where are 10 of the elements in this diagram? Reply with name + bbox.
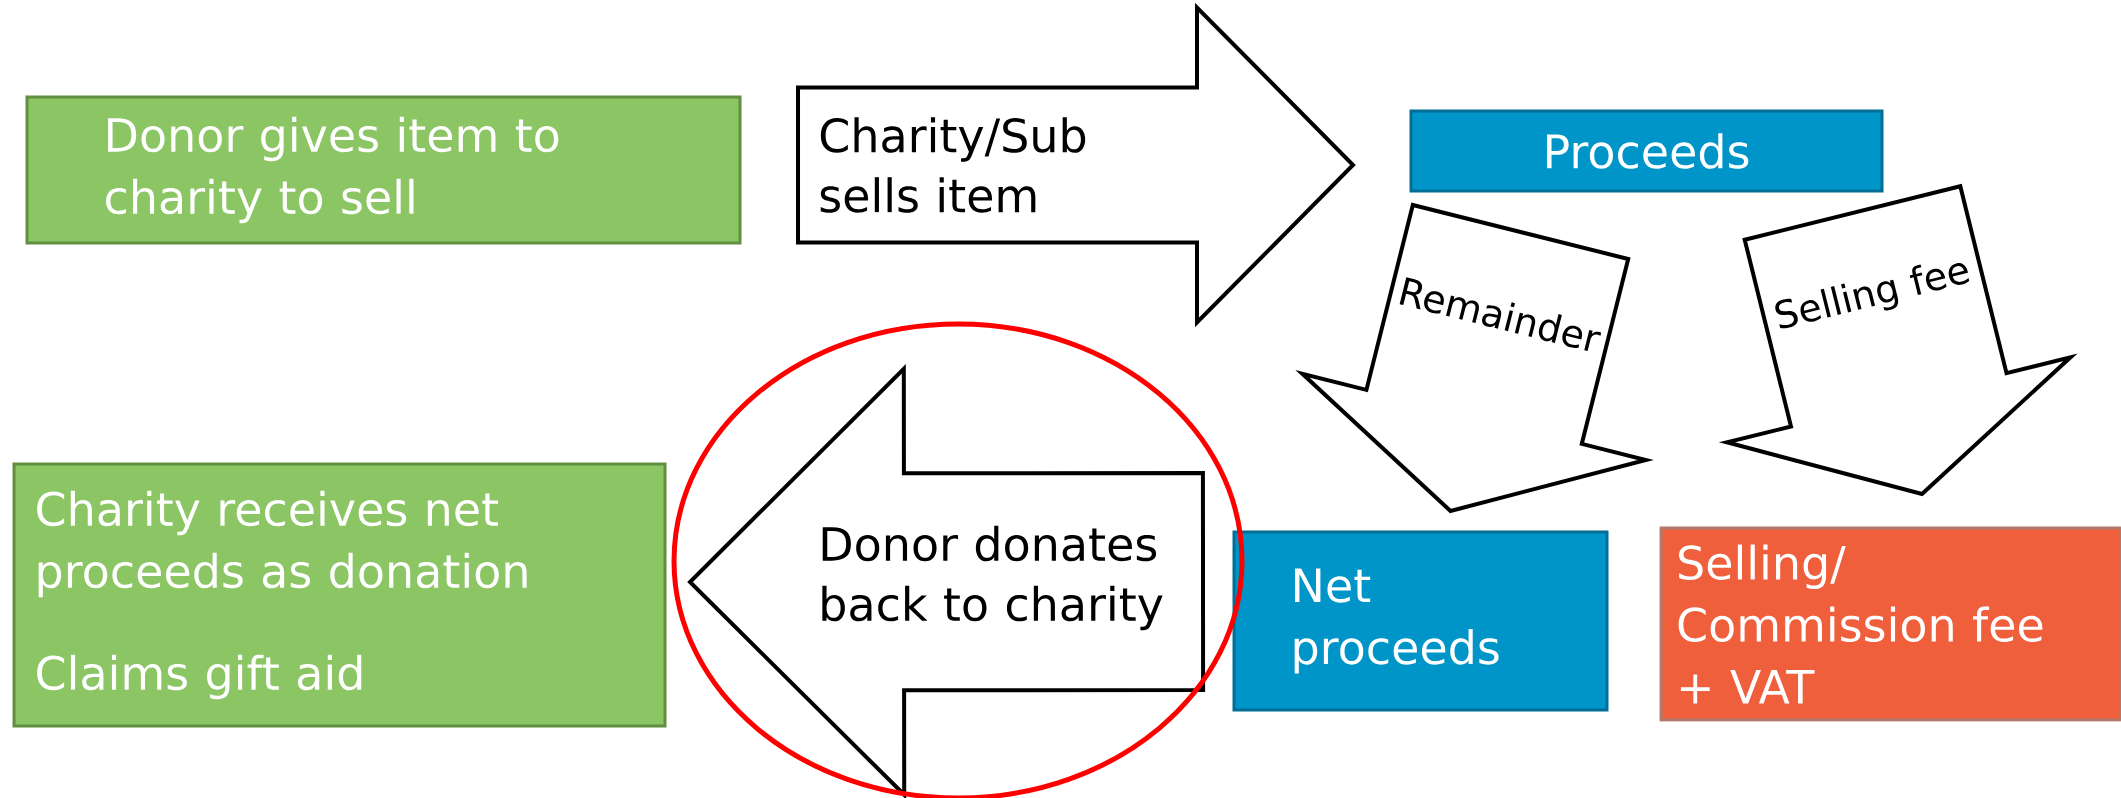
text-box: Proceeds <box>1409 109 1884 193</box>
edge-label: Selling fee <box>1775 263 1970 329</box>
text-box: Net proceeds <box>1232 530 1609 712</box>
edge-label: Charity/Sub sells item <box>820 117 1086 213</box>
block-arrow <box>687 363 1206 798</box>
text-box: Charity receives net proceeds as donation Claims gift aid <box>12 462 667 728</box>
text-box: Donor gives item to charity to sell <box>25 95 742 245</box>
block-arrow <box>796 2 1356 328</box>
text-box: Selling/ Commission fee + VAT <box>1659 526 2121 722</box>
edge-label: Donor donates back to charity <box>822 525 1163 631</box>
